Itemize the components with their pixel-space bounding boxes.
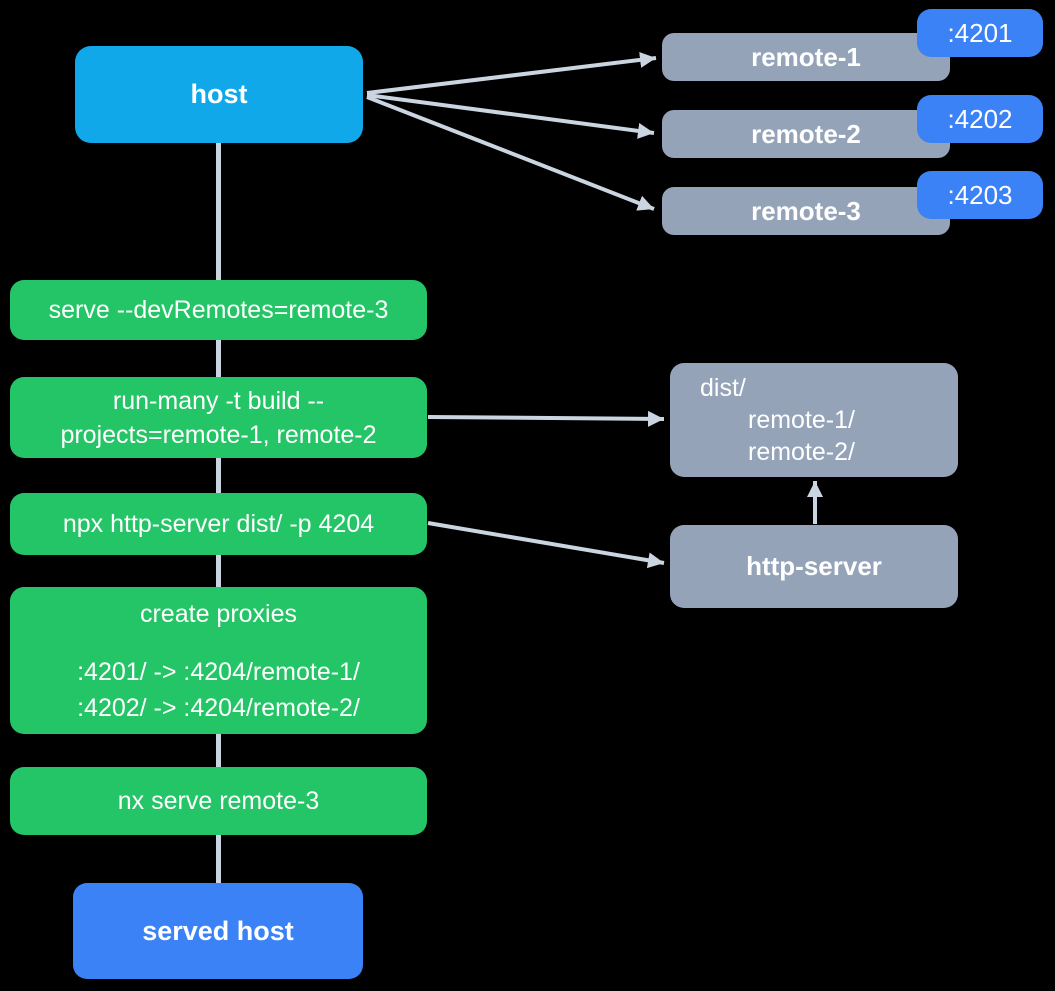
command-text: nx serve remote-3 xyxy=(117,787,320,815)
remote-1-label: remote-1 xyxy=(751,41,861,72)
served-host-label: served host xyxy=(142,915,294,946)
command-text: serve --devRemotes=remote-3 xyxy=(48,296,389,324)
node-remote-3: remote-3 xyxy=(662,187,950,235)
command-text: npx http-server dist/ -p 4204 xyxy=(62,510,375,538)
command-npx-http-server: npx http-server dist/ -p 4204 xyxy=(10,493,427,555)
node-host: host xyxy=(75,46,363,143)
remote-3-label: remote-3 xyxy=(751,195,861,226)
port-4202-label: :4202 xyxy=(947,103,1013,134)
port-badge-4201: :4201 xyxy=(917,9,1043,57)
host-to-remote-3-arrow xyxy=(366,95,655,211)
proxy-mapping-2: :4202/ -> :4204/remote-2/ xyxy=(77,693,360,722)
host-label: host xyxy=(190,79,248,109)
command-text-line-1: run-many -t build -- xyxy=(112,386,325,415)
host-to-remote-2-arrow xyxy=(366,93,655,139)
node-dist-folder: dist/ remote-1/ remote-2/ xyxy=(670,363,958,477)
port-badge-4202: :4202 xyxy=(917,95,1043,143)
command-nx-serve-remote-3: nx serve remote-3 xyxy=(10,767,427,835)
proxy-mapping-1: :4201/ -> :4204/remote-1/ xyxy=(77,657,360,686)
command-create-proxies: create proxies :4201/ -> :4204/remote-1/… xyxy=(10,587,427,734)
http-server-label: http-server xyxy=(746,551,882,581)
command-text-line-2: projects=remote-1, remote-2 xyxy=(60,420,377,449)
node-served-host: served host xyxy=(73,883,363,979)
dist-remote-1-label: remote-1/ xyxy=(748,406,855,434)
command-title: create proxies xyxy=(139,599,298,628)
http-server-cmd-to-http-server-arrow xyxy=(427,521,665,569)
node-remote-2: remote-2 xyxy=(662,110,950,158)
command-run-many-build: run-many -t build -- projects=remote-1, … xyxy=(10,377,427,458)
port-4203-label: :4203 xyxy=(947,179,1013,210)
run-many-to-dist-arrow xyxy=(427,410,665,427)
remote-2-label: remote-2 xyxy=(751,118,861,149)
dist-remote-2-label: remote-2/ xyxy=(748,438,855,466)
dist-root-label: dist/ xyxy=(700,374,746,402)
port-badge-4203: :4203 xyxy=(917,171,1043,219)
command-serve-dev-remotes: serve --devRemotes=remote-3 xyxy=(10,280,427,340)
port-4201-label: :4201 xyxy=(947,17,1013,48)
host-to-remote-1-arrow xyxy=(366,51,657,95)
node-http-server: http-server xyxy=(670,525,958,608)
node-remote-1: remote-1 xyxy=(662,33,950,81)
